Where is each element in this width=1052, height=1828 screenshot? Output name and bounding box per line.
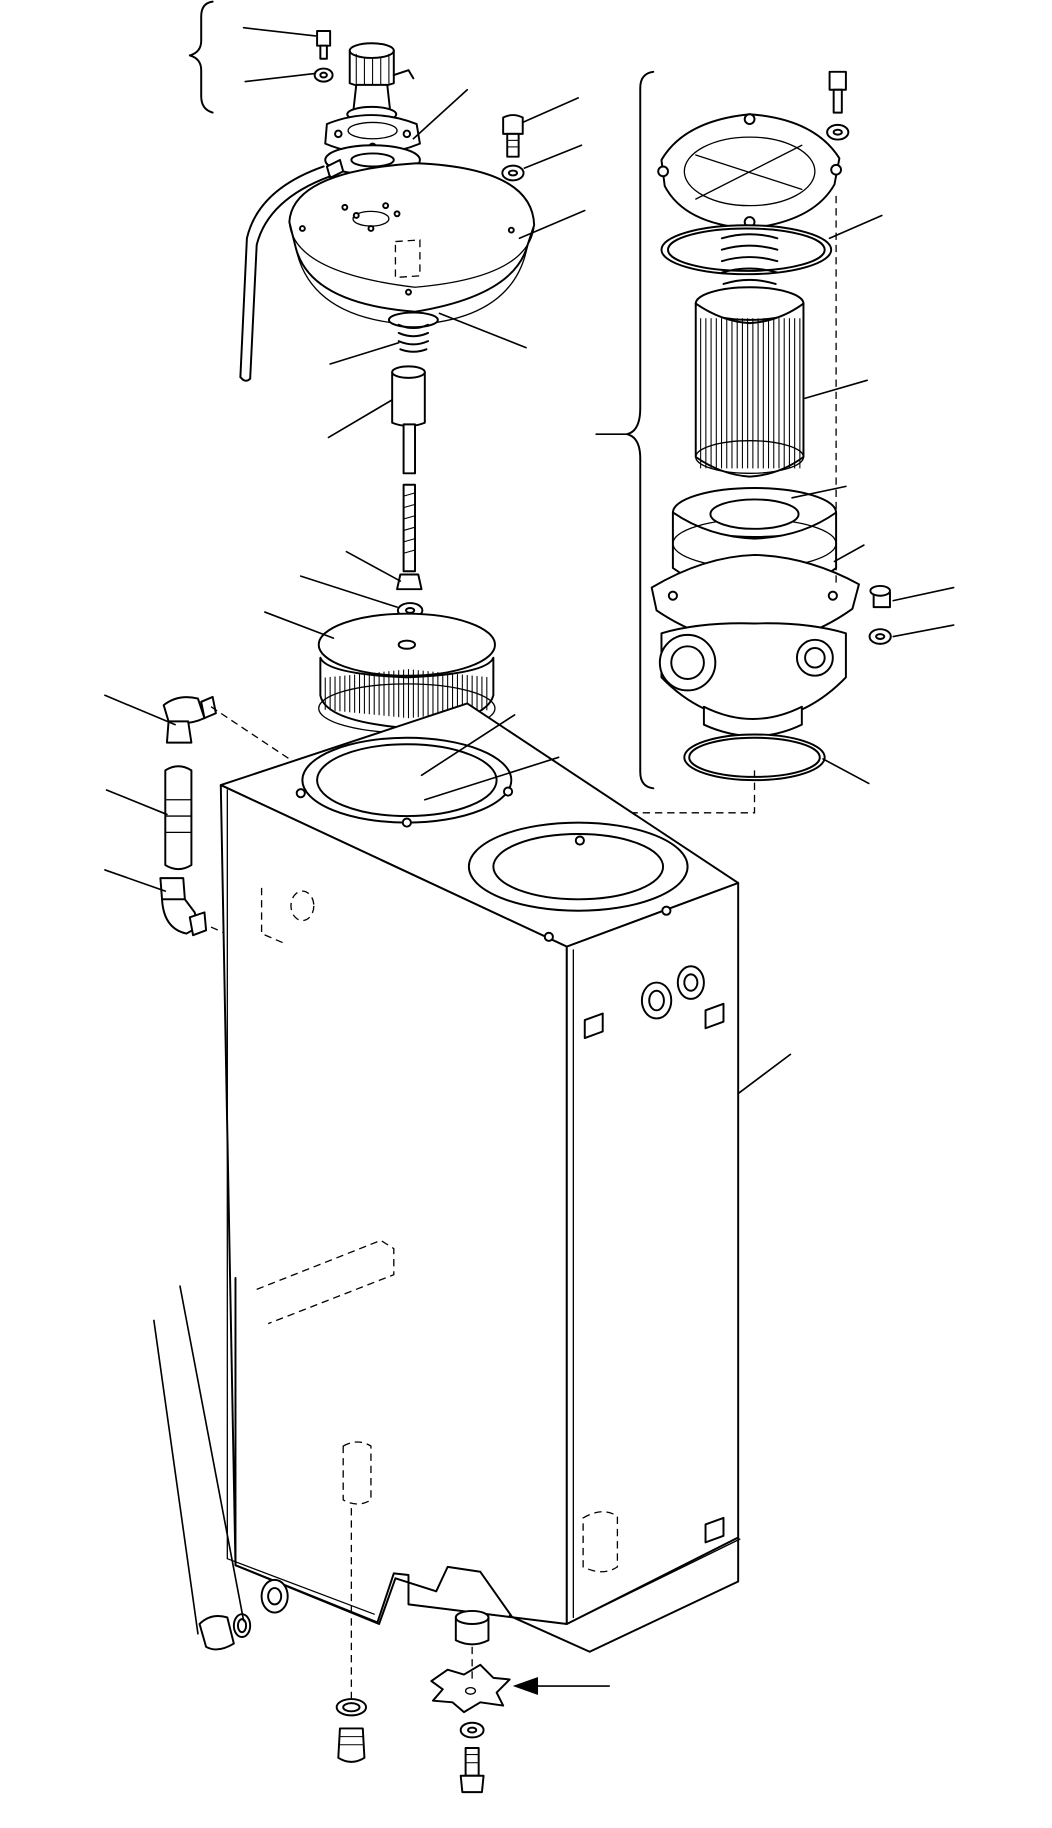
leader-line [521,97,580,124]
leader-line [345,550,402,582]
tank-cover-icon [288,162,536,353]
tank-body-icon [219,702,741,1653]
level-gauge-icon [159,695,290,950]
leader-lines [104,26,955,1635]
leader-line [828,214,883,240]
leader-line [104,694,176,726]
breather-cap-icon [313,30,421,179]
leader-line [327,399,393,439]
right-group-brace [595,70,655,790]
leader-line [105,789,168,816]
cover-bolt-icon [501,114,525,182]
leader-line [822,758,870,785]
vent-hose-icon [239,165,332,382]
leader-line [791,485,847,499]
leader-line [833,544,865,563]
leader-line [242,26,317,37]
leader-line [518,209,586,240]
leader-line [892,624,955,638]
magnet-plate-icon [430,1609,611,1794]
leader-line [523,144,583,169]
leader-line [737,1053,792,1095]
leader-line [299,575,398,608]
leader-line [244,72,317,83]
leader-line [420,714,516,777]
top-left-group-brace [188,0,214,114]
leader-line [329,341,400,365]
leader-line [804,379,868,400]
leader-line [892,586,955,602]
leader-line [153,1319,199,1635]
leader-line [423,756,560,801]
leader-line [179,1285,245,1622]
leader-line [412,88,469,140]
leader-line [264,611,335,639]
return-filter-assembly-icon [575,70,892,923]
leader-line [438,312,527,349]
bottom-plug-icon [335,1508,368,1763]
center-rod-icon [391,365,426,619]
leader-line [104,869,167,892]
drain-plug-icon [198,1613,252,1651]
